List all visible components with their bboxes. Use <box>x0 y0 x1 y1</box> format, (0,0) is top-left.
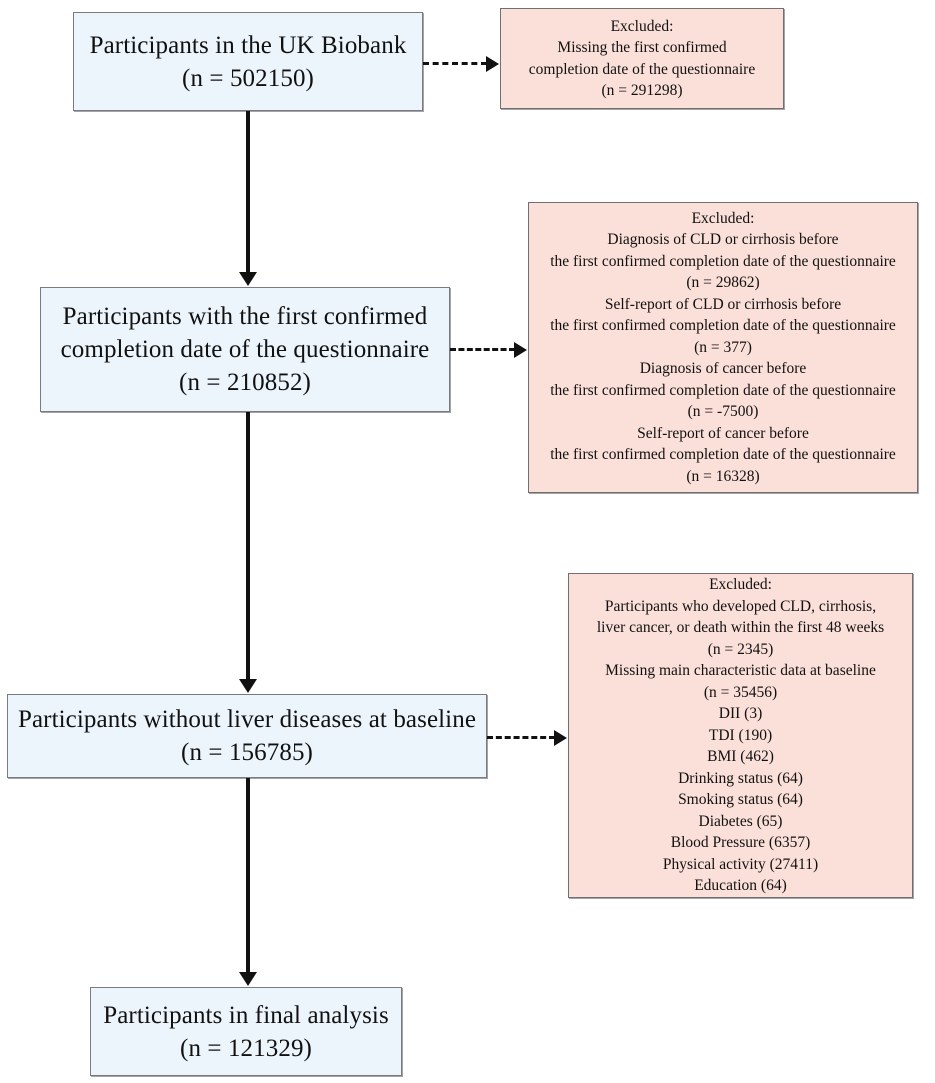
node-participants-in-final-analysis: Participants in final analysis (n = 1213… <box>90 987 402 1076</box>
node-line: (n = 377) <box>694 338 752 356</box>
node-line: Participants who developed CLD, cirrhosi… <box>604 597 877 615</box>
node-line: Self-report of cancer before <box>637 424 809 442</box>
node-line: (n = 210852) <box>179 369 311 396</box>
node-participants-uk-biobank: Participants in the UK Biobank (n = 5021… <box>73 12 423 111</box>
arrow-head-down-icon <box>239 272 257 286</box>
node-excluded-early-events-and-missing-data: Excluded: Participants who developed CLD… <box>568 573 913 898</box>
node-line: Participants in the UK Biobank <box>89 31 407 59</box>
node-line: (n = 121329) <box>180 1034 312 1062</box>
connector-total-to-excluded-1 <box>423 62 487 65</box>
arrow-head-right-icon <box>554 730 567 746</box>
node-line: (n = 156785) <box>181 739 313 766</box>
connector-first-date-to-excluded-2 <box>450 348 515 351</box>
node-line: Drinking status (64) <box>678 769 803 787</box>
node-line: Participants without liver diseases at b… <box>17 706 477 733</box>
node-line: the first confirmed completion date of t… <box>550 317 896 335</box>
node-excluded-missing-completion-date: Excluded: Missing the first confirmed co… <box>500 8 784 109</box>
node-line: (n = 16328) <box>686 467 760 485</box>
node-line: Participants with the first confirmed <box>62 303 428 330</box>
node-line: Missing main characteristic data at base… <box>605 662 876 680</box>
node-line: the first confirmed completion date of t… <box>550 381 896 399</box>
connector-total-to-first-date <box>246 111 250 274</box>
node-participants-with-first-confirmed-date: Participants with the first confirmed co… <box>40 287 450 412</box>
node-line: Education (64) <box>694 877 787 895</box>
arrow-head-down-icon <box>239 679 257 693</box>
connector-first-date-to-no-liver <box>246 412 250 681</box>
node-line: the first confirmed completion date of t… <box>550 446 896 464</box>
connector-no-liver-to-excluded-3 <box>487 736 555 739</box>
node-line: Diagnosis of cancer before <box>639 360 807 378</box>
node-line: (n = 2345) <box>707 640 774 658</box>
node-line: (n = 35456) <box>703 683 778 701</box>
node-line: Physical activity (27411) <box>662 855 819 873</box>
node-participants-without-liver-diseases: Participants without liver diseases at b… <box>7 694 487 778</box>
node-line: DII (3) <box>718 705 763 723</box>
node-line: Participants in final analysis <box>103 1001 389 1029</box>
node-line: Self-report of CLD or cirrhosis before <box>604 295 842 313</box>
node-line: Smoking status (64) <box>678 791 803 809</box>
arrow-head-right-icon <box>486 56 499 72</box>
arrow-head-right-icon <box>514 342 527 358</box>
node-line: (n = 502150) <box>182 64 314 92</box>
node-line: BMI (462) <box>707 748 774 766</box>
node-line: completion date of the questionnaire <box>528 60 756 78</box>
node-line: liver cancer, or death within the first … <box>596 619 885 637</box>
node-excluded-prior-disease: Excluded: Diagnosis of CLD or cirrhosis … <box>528 202 918 493</box>
node-line: completion date of the questionnaire <box>60 336 430 363</box>
connector-no-liver-to-final <box>246 778 250 974</box>
arrow-head-down-icon <box>239 972 257 986</box>
node-line: the first confirmed completion date of t… <box>550 252 896 270</box>
node-line: Excluded: <box>691 209 755 227</box>
node-line: Excluded: <box>709 576 772 594</box>
node-line: (n = 291298) <box>601 82 683 99</box>
node-line: Excluded: <box>610 17 674 35</box>
node-line: Blood Pressure (6357) <box>670 834 811 852</box>
node-line: Diagnosis of CLD or cirrhosis before <box>607 231 839 249</box>
node-line: Missing the first confirmed <box>557 39 727 56</box>
node-line: TDI (190) <box>708 726 773 744</box>
node-line: (n = -7500) <box>687 403 759 421</box>
node-line: Diabetes (65) <box>698 812 783 830</box>
node-line: (n = 29862) <box>686 274 760 292</box>
